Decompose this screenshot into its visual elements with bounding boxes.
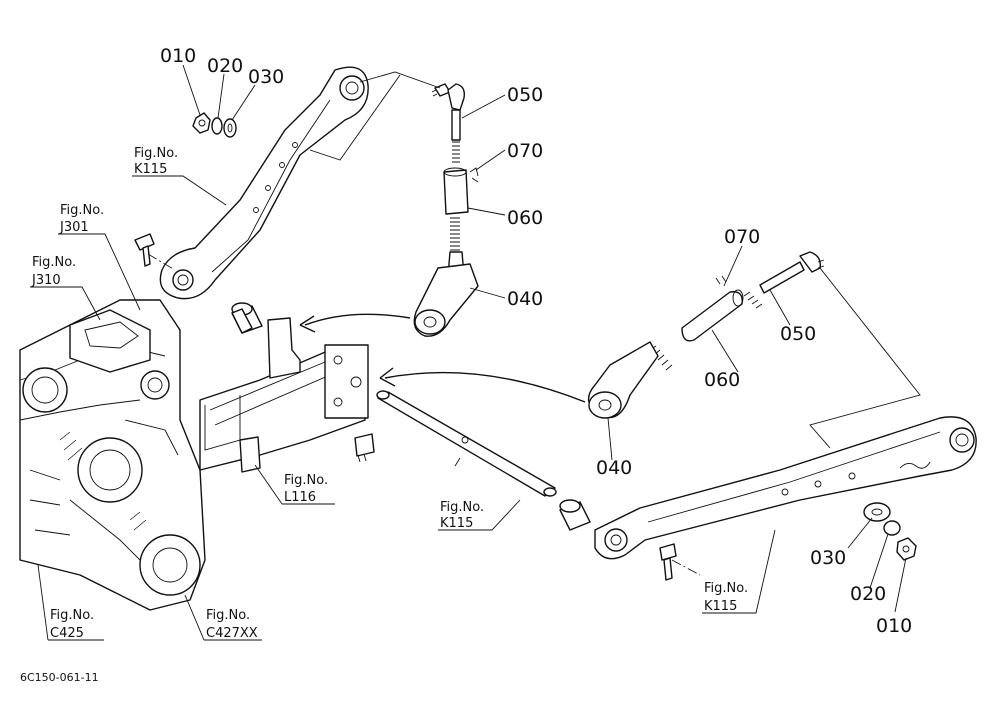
fig-label-housing-right: Fig.No. xyxy=(206,608,250,623)
left-pin-bolt xyxy=(134,233,155,267)
callout-right-washer-1: 030 xyxy=(810,547,846,569)
fig-label-cross-shaft: Fig.No. xyxy=(440,500,484,515)
right-pin-bolt xyxy=(659,543,677,581)
left-fasteners xyxy=(192,112,237,138)
callout-right-turnbuckle: 060 xyxy=(704,369,740,391)
fig-ref-engine-lower: J310 xyxy=(31,273,61,288)
right-lift-arm xyxy=(594,416,977,560)
transmission-housing xyxy=(19,299,206,611)
fig-label-lower-arm: Fig.No. xyxy=(704,581,748,596)
fig-label-housing-left: Fig.No. xyxy=(50,608,94,623)
fig-label-upper-arm: Fig.No. xyxy=(134,146,178,161)
callout-right-washer-2: 020 xyxy=(850,583,886,605)
left-bushing xyxy=(231,302,263,334)
assembly-line xyxy=(359,71,441,89)
callout-left-rod: 050 xyxy=(507,84,543,106)
callout-right-nut: 010 xyxy=(876,615,912,637)
fig-ref-engine-upper: J301 xyxy=(59,220,89,235)
assembly-arrow-left xyxy=(304,313,411,326)
callout-left-washer-1: 030 xyxy=(248,66,284,88)
fig-label-bracket: Fig.No. xyxy=(284,473,328,488)
callout-leaders xyxy=(182,64,907,613)
callout-left-clevis: 040 xyxy=(507,288,543,310)
cross-shaft xyxy=(376,390,557,497)
right-bushing xyxy=(559,499,591,531)
callout-right-rod: 050 xyxy=(780,323,816,345)
fig-label-engine-lower: Fig.No. xyxy=(32,255,76,270)
left-link-assembly xyxy=(413,83,479,337)
drawing-code: 6C150-061-11 xyxy=(20,671,99,684)
assembly-arrowhead-left xyxy=(299,315,316,333)
callout-left-pin: 070 xyxy=(507,140,543,162)
fig-ref-lower-arm: K115 xyxy=(704,599,737,614)
callout-left-turnbuckle: 060 xyxy=(507,207,543,229)
fig-ref-housing-right: C427XX xyxy=(206,626,258,641)
right-fasteners xyxy=(863,502,917,561)
center-line xyxy=(147,253,176,271)
center-line xyxy=(671,559,701,576)
assembly-arrowhead-right xyxy=(379,367,396,387)
center-bracket xyxy=(199,317,375,473)
callout-left-washer-2: 020 xyxy=(207,55,243,77)
assembly-arrow-right xyxy=(384,371,586,403)
reference-leaders xyxy=(30,175,776,641)
fig-ref-upper-arm: K115 xyxy=(134,162,167,177)
fig-ref-housing-left: C425 xyxy=(50,626,84,641)
callout-right-pin: 070 xyxy=(724,226,760,248)
fig-label-engine-upper: Fig.No. xyxy=(60,203,104,218)
callout-right-clevis: 040 xyxy=(596,457,632,479)
callout-left-nut: 010 xyxy=(160,45,196,67)
left-lift-arm xyxy=(159,66,369,300)
fig-ref-cross-shaft: K115 xyxy=(440,516,473,531)
assembly-line xyxy=(309,74,401,161)
assembly-line xyxy=(809,267,921,449)
right-link-assembly xyxy=(587,251,825,419)
fig-ref-bracket: L116 xyxy=(284,490,316,505)
